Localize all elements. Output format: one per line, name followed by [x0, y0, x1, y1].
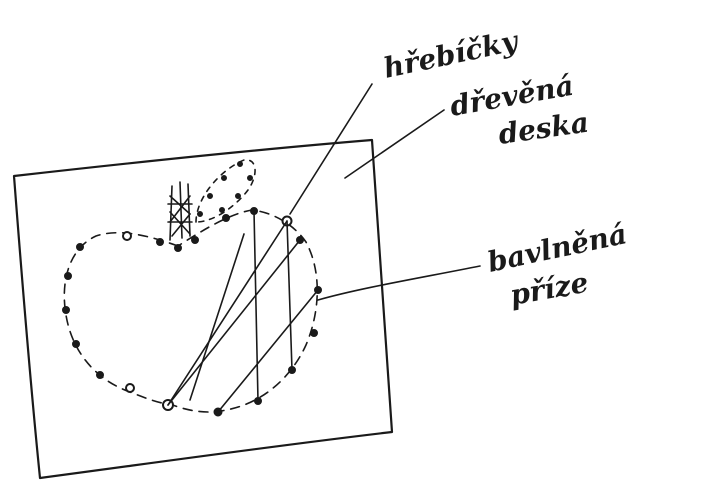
nail: [223, 215, 230, 222]
nail: [97, 372, 104, 379]
nail: [311, 330, 318, 337]
nail: [175, 245, 182, 252]
leader-line-thread: [318, 266, 480, 300]
leader-line-board: [345, 110, 444, 178]
wooden-board: [14, 140, 392, 478]
nails: [63, 208, 322, 417]
threads: [168, 211, 318, 412]
nail: [77, 244, 84, 251]
apple-leaf: [196, 160, 255, 222]
apple-stem: [168, 182, 192, 240]
label-nails: hřebíčky: [381, 24, 522, 85]
label-thread-line1: bavlněná: [485, 217, 630, 279]
nail: [157, 239, 164, 246]
leader-line-nails: [290, 84, 372, 214]
nail: [192, 237, 199, 244]
nail: [73, 341, 80, 348]
nail: [63, 307, 70, 314]
nail-open: [123, 232, 131, 240]
apple-outline: [64, 210, 317, 412]
nail-open: [126, 384, 134, 392]
open-nails: [123, 217, 292, 411]
nail: [65, 273, 72, 280]
